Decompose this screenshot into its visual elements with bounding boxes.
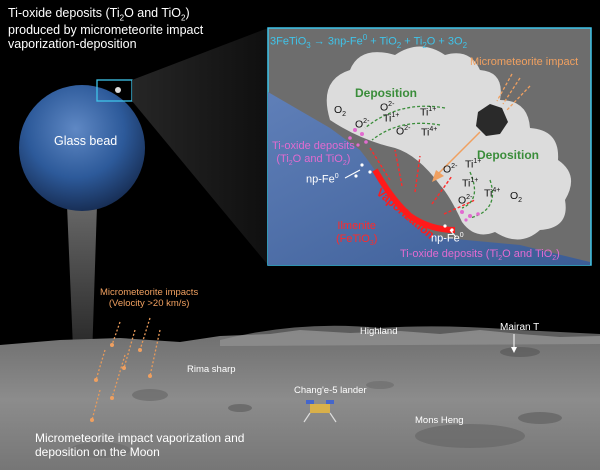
- species-o2minus: O2-: [380, 101, 395, 114]
- deposition-label-upper: Deposition: [355, 86, 417, 100]
- bottom-caption: Micrometeorite impact vaporization and d…: [35, 431, 245, 459]
- species-o2minus: O2-: [443, 163, 458, 176]
- species-o2minus: O2-: [355, 118, 370, 131]
- species-ti1: Ti1+: [383, 112, 400, 125]
- species-o2minus: O2-: [458, 194, 473, 207]
- species-ti1: Ti1+: [420, 106, 437, 119]
- species-ti1: Ti1+: [465, 158, 482, 171]
- highland-label: Highland: [360, 326, 398, 337]
- crater: [366, 381, 394, 389]
- vapor-cloud: [326, 46, 572, 240]
- impact-label: Micrometeorite impact: [470, 56, 579, 68]
- highland-ridge: [220, 325, 600, 346]
- lander-label: Chang'e-5 lander: [294, 385, 367, 396]
- ilmenite-label: Ilmenite (FeTiO3): [336, 220, 378, 248]
- impact-streaks: [91, 317, 161, 421]
- bead-impact-site: [115, 87, 121, 93]
- mairan-label: Mairan T: [500, 322, 540, 333]
- zoom-funnel: [132, 28, 268, 265]
- glass-bead: [19, 85, 145, 211]
- lander-icon: [303, 400, 337, 423]
- species-o2: O2: [510, 190, 523, 205]
- reaction-equation: 3FeTiO3 → 3np-Fe0 + TiO2 + Ti2O + 3O2: [270, 33, 468, 50]
- species-o2: O2: [334, 104, 347, 119]
- impact-points: [90, 343, 152, 422]
- species-o2minus: O2-: [396, 125, 411, 138]
- deposition-arcs: [364, 105, 494, 219]
- crater: [415, 424, 525, 448]
- deposit-dots: [348, 128, 480, 222]
- species-ti4: Ti4+: [484, 187, 501, 200]
- top-title: Ti-oxide deposits (Ti2O and TiO2) produc…: [8, 6, 204, 52]
- inset-bead-surface: [268, 92, 590, 265]
- ti-oxide-label-left: Ti-oxide deposits (Ti2O and TiO2): [272, 140, 355, 168]
- rima-label: Rima sharp: [187, 364, 236, 375]
- meteorite-rock: [476, 104, 508, 136]
- np-fe-label-bottom: np-Fe0: [431, 232, 464, 245]
- crater: [70, 442, 130, 458]
- impact-arrow: [436, 131, 481, 176]
- mons-label: Mons Heng: [415, 415, 464, 426]
- vapor-arrows: [369, 147, 476, 215]
- crater: [228, 404, 252, 412]
- vaporization-rim: [372, 168, 456, 233]
- mm-impacts-label: Micrometeorite impacts (Velocity >20 km/…: [100, 287, 199, 309]
- glass-bead-label: Glass bead: [54, 134, 118, 148]
- meteorite-trail: [496, 73, 531, 111]
- deposition-label-right: Deposition: [477, 148, 539, 162]
- crater: [500, 347, 540, 357]
- species-ti1: Ti1+: [462, 177, 479, 190]
- crater: [518, 412, 562, 424]
- np-fe-label-left: np-Fe0: [306, 173, 339, 186]
- crater: [132, 389, 168, 401]
- np-fe-leaders: [344, 169, 457, 238]
- ti-oxide-label-bottom: Ti-oxide deposits (Ti2O and TiO2): [400, 248, 560, 263]
- species-ti4: Ti4+: [421, 126, 438, 139]
